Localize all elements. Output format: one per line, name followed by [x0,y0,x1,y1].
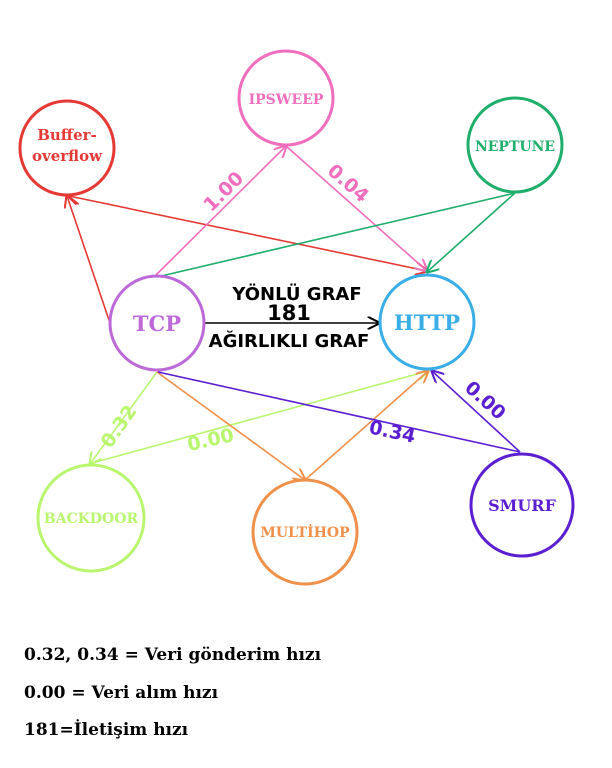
node-label-tcp: TCP [133,311,181,336]
graph-type-title: YÖNLÜ GRAF [231,283,361,305]
node-backdoor: BACKDOOR [36,463,146,573]
edge-label-tcp-backdoor: 0.32 [97,401,142,452]
graph-weight-title: AĞIRLIKLI GRAF [209,330,370,352]
node-tcp: TCP [108,274,206,372]
edge-neptune-http [427,192,516,272]
node-smurf: SMURF [469,452,575,558]
node-ipsweep: IPSWEEP [237,49,335,147]
node-label-backdoor: BACKDOOR [44,511,139,527]
edge-label-smurf-http: 0.00 [460,377,510,425]
node-label-multihop: MULTİHOP [260,522,350,541]
edge-label-http-backdoor: 0.00 [185,424,236,456]
edge-tcp-neptune [156,192,516,278]
edge-tcp-multihop [156,371,305,480]
edge-tcp-backdoor [90,371,158,464]
edge-tcp-ipsweep [155,146,286,276]
edge-ipsweep-http [285,145,427,271]
edge-label-smurf-tcp: 0.34 [367,416,417,447]
node-label-buffer-overflow-line2: overflow [32,147,103,165]
node-neptune: NEPTUNE [466,96,564,194]
legend-communication-rate: 181=İletişim hızı [24,720,189,740]
edge-backdoor-http [91,371,428,464]
node-label-ipsweep: IPSWEEP [249,92,324,108]
edge-multihop-http [304,371,428,481]
node-buffer-overflow: Buffer- overflow [18,99,116,197]
node-label-smurf: SMURF [488,496,557,515]
edge-tcp-buffer-overflow [67,196,111,324]
node-multihop: MULTİHOP [251,478,359,586]
node-label-http: HTTP [394,310,460,335]
directed-weighted-graph: Buffer- overflow IPSWEEP NEPTUNE TCP HTT… [18,49,575,586]
node-label-buffer-overflow-line1: Buffer- [37,126,97,144]
edge-label-tcp-http: 181 [267,301,311,325]
edge-smurf-tcp [157,371,521,453]
legend-send-rate: 0.32, 0.34 = Veri gönderim hızı [24,645,322,665]
node-label-neptune: NEPTUNE [475,139,555,155]
edge-buffer-overflow-http [69,196,427,271]
node-http: HTTP [378,273,476,371]
legend-receive-rate: 0.00 = Veri alım hızı [24,683,219,703]
edge-smurf-http [432,371,521,453]
